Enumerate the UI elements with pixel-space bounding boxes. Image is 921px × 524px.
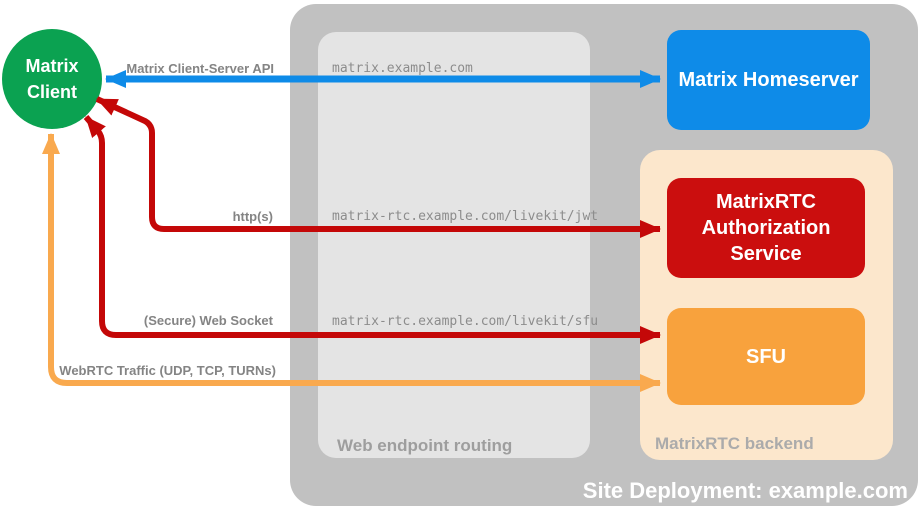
site-deployment-caption: Site Deployment: example.com bbox=[582, 478, 908, 503]
web-endpoint-routing-caption: Web endpoint routing bbox=[337, 436, 513, 455]
https-arrow-label: http(s) bbox=[232, 209, 273, 224]
matrix-homeserver-label: Matrix Homeserver bbox=[678, 69, 859, 91]
webrtc-traffic-arrow-label: WebRTC Traffic (UDP, TCP, TURNs) bbox=[59, 363, 276, 378]
matrixrtc-backend-caption: MatrixRTC backend bbox=[655, 434, 814, 453]
secure-web-socket-arrow-label: (Secure) Web Socket bbox=[143, 313, 273, 328]
endpoint-matrix-example-com: matrix.example.com bbox=[332, 61, 473, 76]
endpoint-livekit-sfu: matrix-rtc.example.com/livekit/sfu bbox=[332, 314, 599, 329]
matrixrtc-authorization-service-label: MatrixRTC Authorization Service bbox=[701, 191, 831, 265]
matrixrtc-authorization-service-node: MatrixRTC Authorization Service bbox=[667, 178, 865, 278]
sfu-label: SFU bbox=[746, 345, 786, 368]
matrix-client-node: Matrix Client bbox=[2, 29, 102, 129]
matrix-client-label: Matrix Client bbox=[25, 55, 79, 102]
endpoint-livekit-jwt: matrix-rtc.example.com/livekit/jwt bbox=[332, 209, 599, 224]
sfu-node: SFU bbox=[667, 308, 865, 405]
client-server-api-arrow-label: Matrix Client-Server API bbox=[126, 61, 274, 76]
web-endpoint-routing-container bbox=[318, 32, 590, 458]
matrix-homeserver-node: Matrix Homeserver bbox=[667, 30, 870, 130]
